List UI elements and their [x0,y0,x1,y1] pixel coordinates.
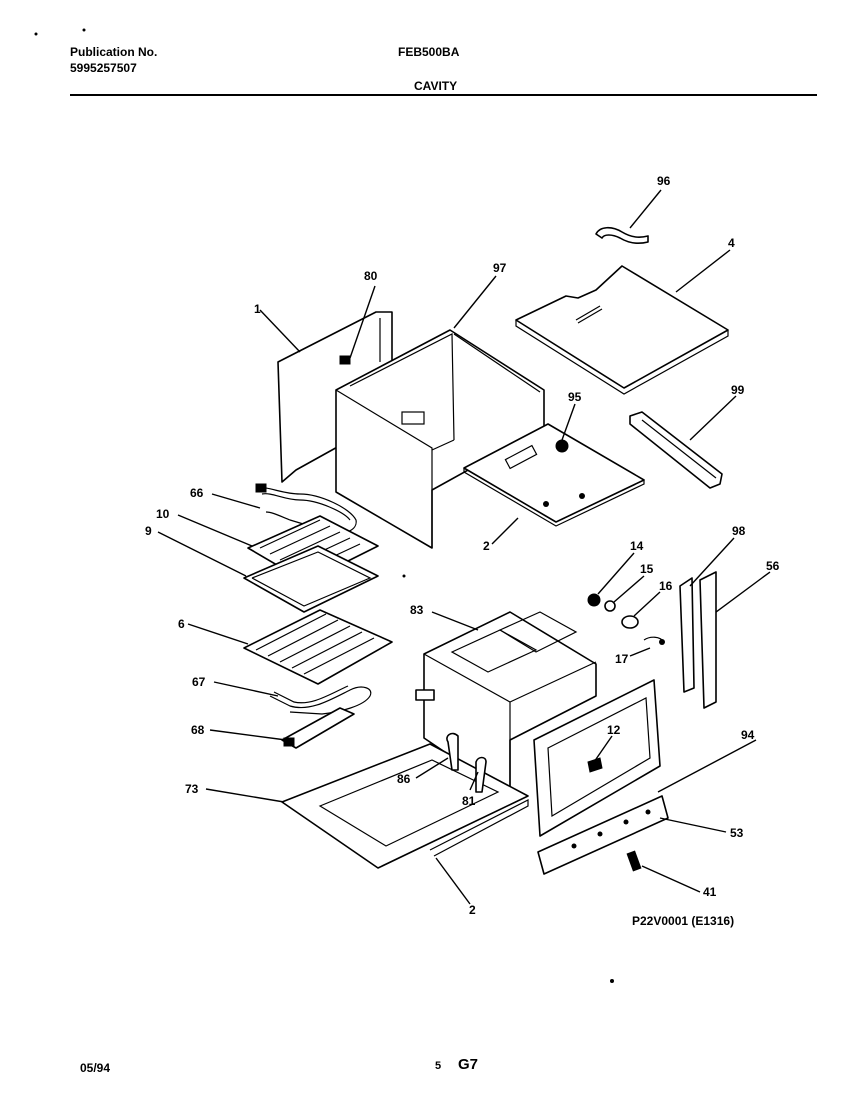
callout-97: 97 [493,261,507,275]
callout-17: 17 [615,652,629,666]
callout-83: 83 [410,603,424,617]
callout-99: 99 [731,383,745,397]
part-86-hinge [446,732,459,771]
model-number: FEB500BA [398,45,460,59]
callout-1: 1 [254,302,261,316]
callout-86: 86 [397,772,411,786]
callout-41: 41 [703,885,717,899]
part-98-channel [679,577,695,693]
callout-6: 6 [178,617,185,631]
callout-16: 16 [659,579,673,593]
leader-lines [157,189,771,905]
callout-81: 81 [462,794,476,808]
callout-labels: 96 4 80 97 1 95 99 66 10 9 2 14 15 16 98… [145,174,780,917]
part-41-screw [626,850,642,872]
callout-96: 96 [657,174,671,188]
callout-9: 9 [145,524,152,538]
part-67-bake-element [269,685,372,715]
callout-68: 68 [191,723,205,737]
part-66-broil-element [255,483,357,534]
callout-12: 12 [607,723,621,737]
part-14-15-16-17-small-parts [587,593,665,645]
header-rule [70,94,817,96]
callout-56: 56 [766,559,780,573]
callout-94: 94 [741,728,755,742]
callout-53: 53 [730,826,744,840]
callout-66: 66 [190,486,204,500]
publication-number: 5995257507 [70,61,137,75]
callout-10: 10 [156,507,170,521]
part-68-element-bracket [281,707,355,749]
footer-page-number: 5 [435,1060,442,1072]
diagram-code: P22V0001 (E1316) [632,914,735,928]
callout-2-lower: 2 [469,903,476,917]
footer-page-code: G7 [458,1056,479,1073]
callout-2-upper: 2 [483,539,490,553]
scan-speck [402,574,406,578]
part-96-hose [595,226,649,244]
footer-date: 05/94 [80,1061,111,1075]
callout-15: 15 [640,562,654,576]
scan-speck [34,32,38,36]
part-97-oven-wrapper [335,329,545,549]
part-6-oven-rack [243,609,393,685]
publication-label: Publication No. [70,45,158,59]
callout-98: 98 [732,524,746,538]
part-53-kick-panel [537,795,669,875]
callout-14: 14 [630,539,644,553]
scan-speck [610,979,614,983]
part-81-hinge [475,756,487,793]
part-4-top-panel [515,265,729,395]
callout-4: 4 [728,236,735,250]
section-title: CAVITY [414,79,458,93]
part-73-bottom-plate [281,743,529,869]
callout-73: 73 [185,782,199,796]
scan-speck [82,28,86,32]
callout-80: 80 [364,269,378,283]
part-56-channel [699,571,717,709]
callout-67: 67 [192,675,206,689]
part-99-bracket [629,411,723,489]
part-9-broil-pan [243,545,379,613]
part-2-bottom-panel [463,423,645,527]
callout-95: 95 [568,390,582,404]
